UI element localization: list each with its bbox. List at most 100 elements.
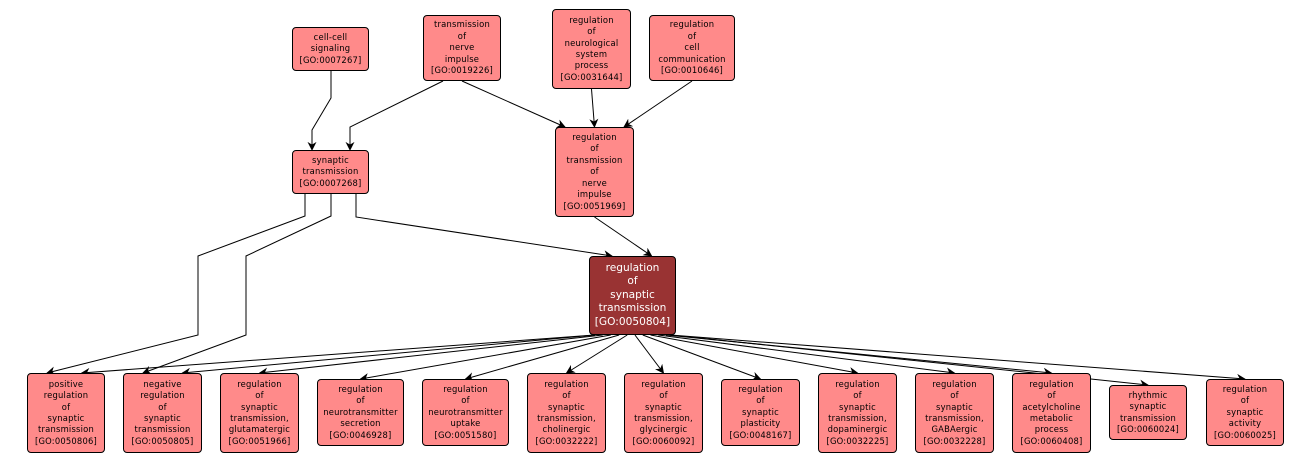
node-label-line: regulation [669, 19, 715, 30]
node-label-line: of [457, 30, 467, 41]
node-label-line: of [590, 143, 599, 154]
node-go-id: [GO:0010646] [661, 65, 723, 76]
node-go-id: [GO:0050805] [131, 435, 194, 446]
node-go-id: [GO:0048167] [729, 429, 792, 440]
node-label-line: impulse [444, 53, 480, 64]
node-go-id: [GO:0060025] [1214, 429, 1276, 440]
edge-n0050804-to-n0060025 [670, 334, 1246, 383]
node-go-id: [GO:0051580] [434, 429, 497, 440]
node-label-line: synaptic [936, 401, 973, 412]
node-go-id: [GO:0007267] [299, 54, 362, 65]
edge-n0050804-to-n0051580 [464, 334, 620, 382]
edge-n0050804-to-n0050806 [80, 334, 595, 377]
node-label-line: of [255, 390, 264, 401]
node-label-line: of [1240, 395, 1250, 406]
edge-n0050804-to-n0060092 [634, 334, 665, 374]
node-label-line: regulation [1222, 383, 1268, 394]
node-label-line: synaptic [548, 401, 585, 412]
edge-n0050804-to-n0032228 [658, 334, 956, 377]
node-label-line: regulation [443, 383, 488, 394]
node-label-line: neurotransmitter [428, 406, 503, 417]
edge-n0010646-to-n0051969 [623, 80, 693, 128]
node-label-line: negative [143, 378, 182, 389]
node-label-line: glutamatergic [228, 424, 291, 435]
node-label-line: regulation [932, 378, 977, 389]
node-label-line: glycinergic [639, 424, 688, 435]
node-label-line: of [61, 401, 71, 412]
node-label-line: transmission [434, 19, 490, 30]
node-label-line: process [1034, 424, 1069, 435]
node-go-id: [GO:0051969] [563, 200, 626, 211]
node-label-line: regulation [605, 261, 660, 274]
node-label-line: synaptic [312, 154, 349, 165]
node-label-line: dopaminergic [827, 424, 888, 435]
node-label-line: regulation [140, 390, 185, 401]
node-go-id: [GO:0019226] [431, 65, 493, 76]
node-label-line: rhythmic [1128, 389, 1168, 400]
node-label-line: transmission, [828, 413, 887, 423]
node-label-line: neurotransmitter [323, 406, 398, 417]
node-go-id: [GO:0007268] [299, 177, 362, 188]
node-label-line: of [158, 401, 167, 412]
node-label-line: regulation [338, 383, 383, 394]
node-label-line: of [562, 390, 571, 401]
node-label-line: synaptic [1129, 401, 1167, 412]
node-label-line: regulation [544, 378, 589, 389]
node-label-line: synaptic [144, 413, 181, 423]
edge-n0050804-to-n0032222 [565, 334, 628, 374]
node-label-line: synaptic [47, 413, 85, 423]
node-label-line: regulation [835, 378, 880, 389]
node-label-line: of [461, 395, 470, 406]
node-label-line: process [574, 60, 609, 71]
node-label-line: of [627, 275, 638, 288]
node-label-line: of [950, 390, 959, 401]
node-go-id: [GO:0046928] [329, 429, 392, 440]
node-label-line: GABAergic [931, 424, 978, 435]
node-label-line: metabolic [1029, 413, 1074, 423]
node-label-line: plasticity [740, 418, 781, 429]
edge-n0019226-to-n0051969 [461, 80, 566, 128]
node-label-line: synaptic [610, 288, 655, 301]
node-label-line: synaptic [241, 401, 278, 412]
node-label-line: transmission [566, 154, 623, 165]
node-label-line: synaptic [1226, 406, 1264, 417]
node-go-id: [GO:0032222] [535, 435, 598, 446]
edge-n0050804-to-n0046928 [359, 334, 611, 383]
node-go-id: [GO:0032225] [826, 435, 889, 446]
node-label-line: of [756, 395, 765, 406]
node-label-line: synaptic [839, 401, 876, 412]
edge-n0050804-to-n0032225 [650, 334, 859, 376]
node-go-id: [GO:0051966] [228, 435, 291, 446]
node-label-line: transmission, [925, 413, 984, 423]
node-label-line: of [590, 166, 599, 177]
node-label-line: transmission [38, 424, 94, 435]
node-label-line: uptake [450, 418, 481, 429]
node-label-line: cell [684, 42, 700, 53]
node-label-line: of [853, 390, 862, 401]
node-label-line: activity [1228, 418, 1262, 429]
node-label-line: nerve [449, 42, 475, 53]
node-label-line: of [1047, 390, 1056, 401]
node-label-line: neurological [564, 37, 619, 48]
